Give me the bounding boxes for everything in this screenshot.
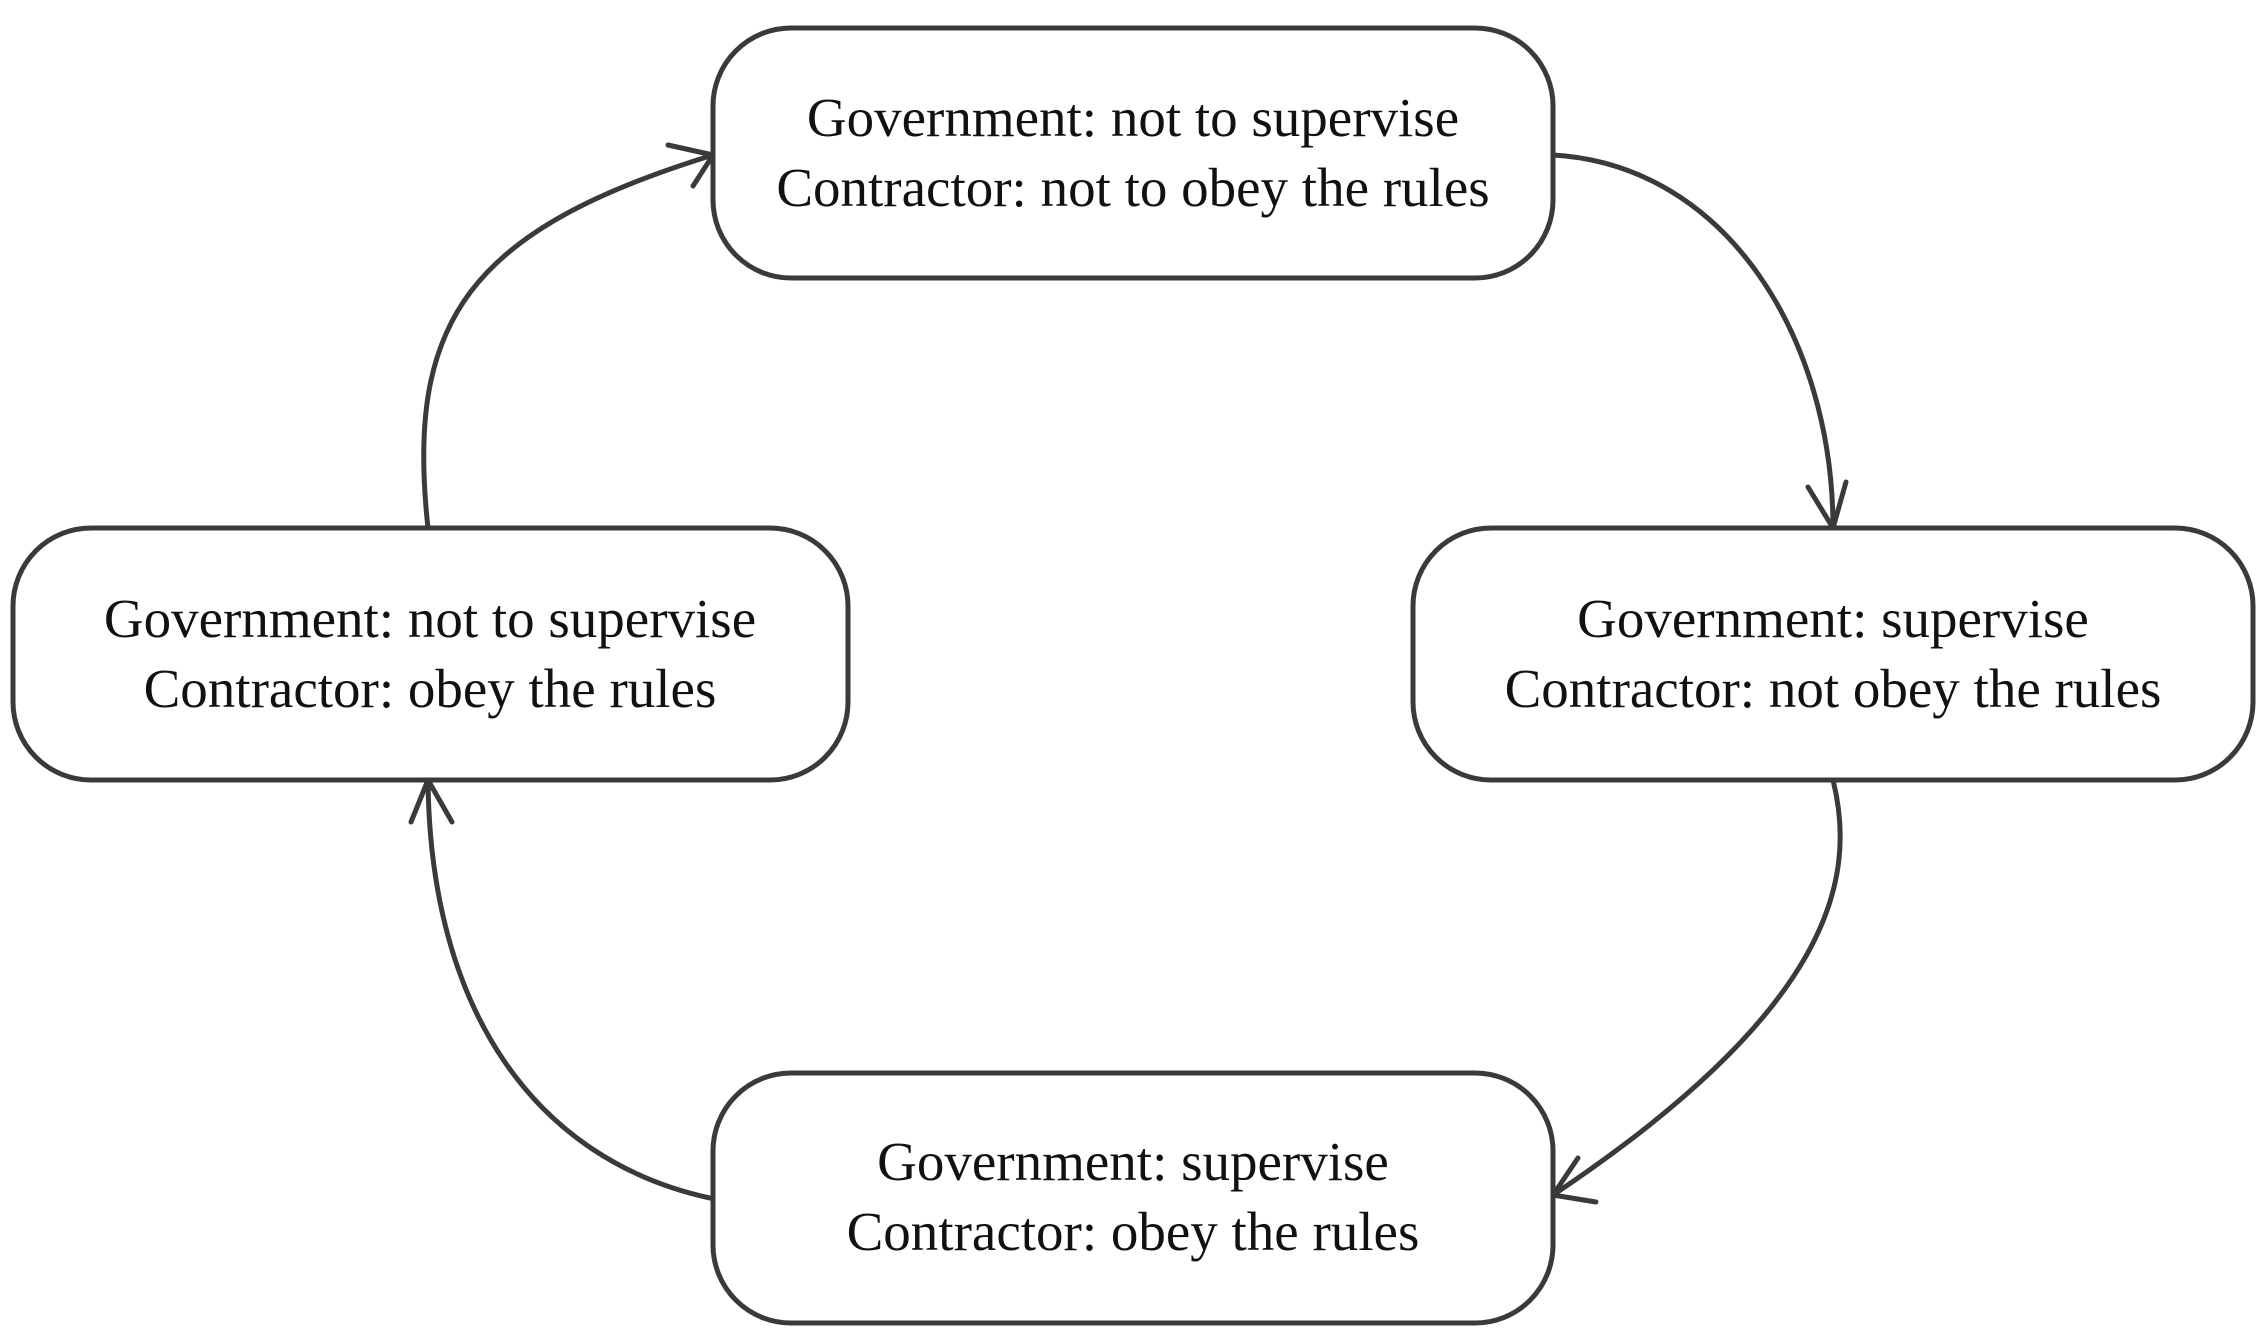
state-left-government: Government: not to supervise — [104, 588, 756, 649]
state-node-right: Government: supervise Contractor: not ob… — [1410, 525, 2256, 783]
state-bottom-government: Government: supervise — [877, 1131, 1389, 1192]
state-right-government: Government: supervise — [1577, 588, 2089, 649]
state-right-contractor: Contractor: not obey the rules — [1505, 658, 2162, 719]
state-node-left: Government: not to supervise Contractor:… — [10, 525, 851, 783]
state-bottom-contractor: Contractor: obey the rules — [847, 1201, 1420, 1262]
state-box-top — [710, 25, 1556, 281]
state-top-government: Government: not to supervise — [807, 87, 1459, 148]
state-node-bottom: Government: supervise Contractor: obey t… — [710, 1070, 1556, 1326]
edge-bottom-to-left — [425, 777, 713, 1201]
edge-right-to-bottom — [1550, 777, 1843, 1198]
state-node-top: Government: not to supervise Contractor:… — [710, 25, 1556, 281]
edge-top-to-right — [1550, 152, 1836, 531]
state-top-contractor: Contractor: not to obey the rules — [776, 157, 1489, 218]
state-box-right — [1410, 525, 2256, 783]
state-left-contractor: Contractor: obey the rules — [144, 658, 717, 719]
state-box-left — [10, 525, 851, 783]
state-box-bottom — [710, 1070, 1556, 1326]
edge-left-to-top — [421, 152, 716, 531]
arrowhead-top-to-right — [1805, 479, 1849, 531]
edges — [408, 142, 1849, 1205]
